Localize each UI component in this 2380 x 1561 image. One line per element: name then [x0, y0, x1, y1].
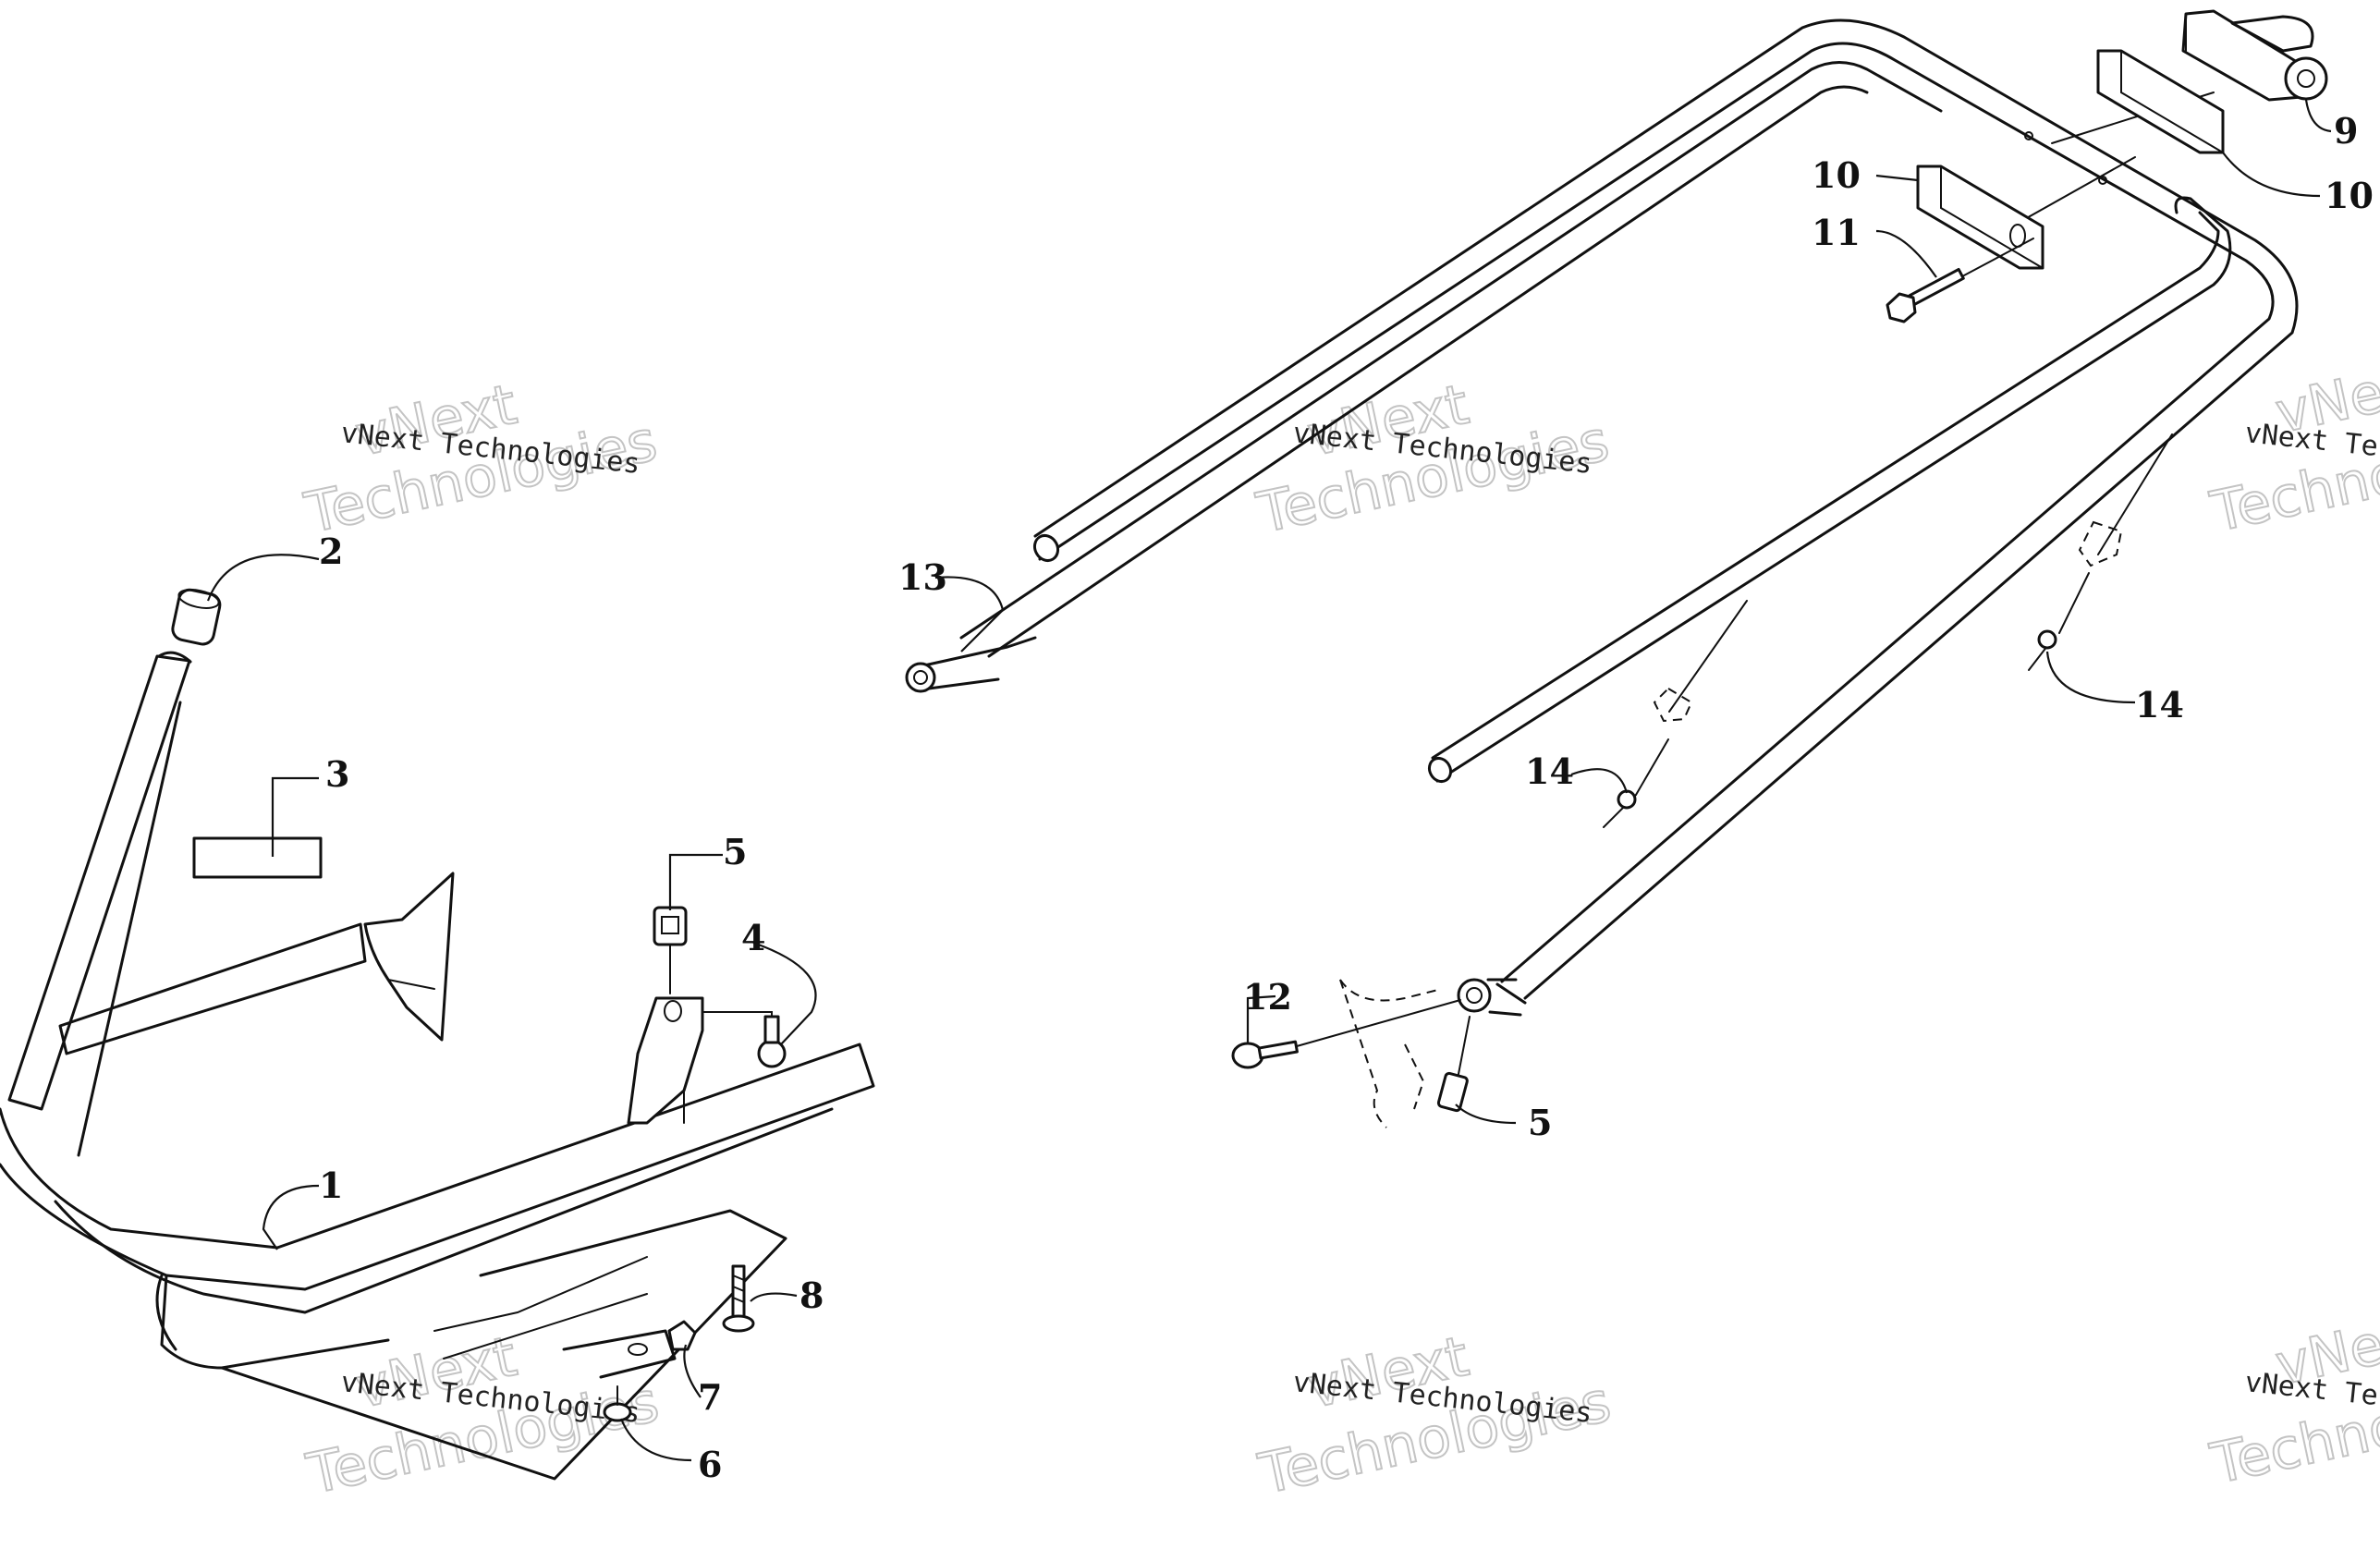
callout-11: 11: [1812, 212, 1861, 253]
callout-6: 6: [698, 1444, 722, 1485]
rivet-part-14-left: [1603, 600, 1748, 828]
hitch-bracket-part-9: [2181, 9, 2328, 102]
push-nut-part-5-right: [1436, 1016, 1471, 1113]
leader-lines: [206, 99, 2332, 1462]
callout-12: 12: [1243, 976, 1292, 1018]
bolt-part-8: [722, 1264, 755, 1333]
bolt-part-12: [1231, 999, 1461, 1069]
callout-13: 13: [898, 556, 947, 598]
callout-1: 1: [319, 1165, 343, 1206]
screw-part-6: [603, 1385, 632, 1422]
rivet-part-14-right: [2028, 433, 2173, 671]
callout-10-lower: 10: [1812, 154, 1861, 196]
callout-14-left: 14: [1525, 750, 1574, 792]
end-cap-part-2: [171, 588, 222, 646]
callout-3: 3: [325, 753, 349, 795]
nut-part-7: [667, 1320, 697, 1351]
bolt-part-11: [1886, 238, 2034, 323]
channel-bracket-part-10-upper: [2096, 49, 2225, 154]
callout-2: 2: [319, 530, 343, 572]
callout-9: 9: [2334, 110, 2358, 152]
push-nut-part-5-left: [653, 906, 688, 994]
callout-5-left: 5: [723, 831, 747, 872]
callout-10-upper: 10: [2325, 175, 2374, 216]
callout-labels: 2 3 1 5 4 6 7 8 9 10 10 11 12 13 14 14 5: [319, 110, 2374, 1485]
rear-rack-frame: [905, 18, 2299, 1128]
callout-5-right: 5: [1528, 1102, 1552, 1143]
front-bumper-frame: [0, 651, 875, 1481]
channel-bracket-part-10-lower: [1916, 165, 2044, 270]
callout-14-right: 14: [2135, 684, 2184, 726]
decal-part-3: [192, 836, 323, 879]
callout-4: 4: [741, 917, 765, 958]
callout-8: 8: [799, 1274, 824, 1316]
screw-part-4: [702, 1011, 787, 1068]
callout-7: 7: [698, 1376, 722, 1418]
